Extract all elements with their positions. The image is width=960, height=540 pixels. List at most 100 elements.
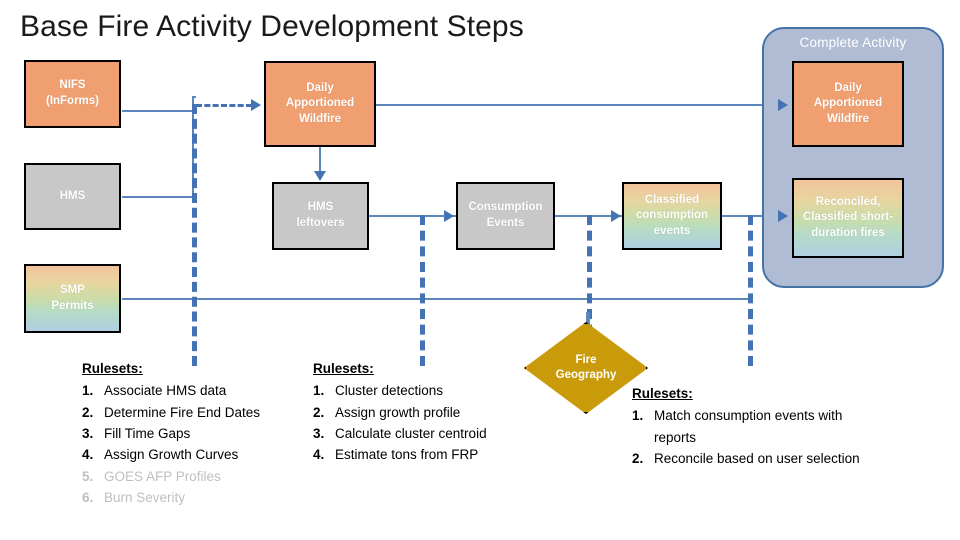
ruleset-2-item-2-text: Assign growth profile <box>335 404 461 420</box>
ruleset-2-item-4-num: 4. <box>313 447 325 463</box>
node-reconciled-classified-short-duration-fires[interactable]: Reconciled, Classified short- duration f… <box>792 178 904 258</box>
ruleset-2-item-4-text: Estimate tons from FRP <box>335 447 479 463</box>
node-daily-line-3: Wildfire <box>298 112 342 125</box>
connector-smp-long-horizontal <box>122 298 748 300</box>
ruleset-3-list: 1.Match consumption events with reports … <box>632 405 882 469</box>
ruleset-1-item-2-num: 2. <box>82 404 94 420</box>
arrow-into-hms-leftovers <box>314 171 326 181</box>
arrow-into-consumption-events <box>444 210 454 222</box>
arrow-into-reconciled <box>778 210 788 222</box>
fire-geography-line-1: Fire <box>575 354 597 367</box>
connector-consumption-to-classified <box>555 215 633 217</box>
ruleset-2-list: 1. Cluster detections 2. Assign growth pro… <box>313 380 538 465</box>
ruleset-1-item-5-num: 5. <box>82 468 94 484</box>
ruleset-block-1: Rulesets: 1. Associate HMS data 2. Determi… <box>82 358 312 508</box>
arrow-into-classified-consumption <box>611 210 621 222</box>
connector-fire-geography-stem <box>586 312 590 326</box>
list-item: 4. Estimate tons from FRP <box>313 444 538 465</box>
ruleset-1-item-3-text: Fill Time Gaps <box>104 425 191 441</box>
arrow-into-ca-daily-apportioned <box>778 99 788 111</box>
dashed-vertical-2 <box>420 215 425 366</box>
ruleset-3-title: Rulesets: <box>632 386 693 401</box>
ruleset-1-item-2-text: Determine Fire End Dates <box>104 404 261 420</box>
ruleset-2-item-1-num: 1. <box>313 383 325 399</box>
node-smp-permits[interactable]: SMP Permits <box>24 264 121 333</box>
node-nifs-line-2: (InForms) <box>45 95 100 107</box>
dashed-connector-to-daily-apportioned <box>196 104 252 107</box>
list-item: 3.Fill Time Gaps <box>82 423 312 444</box>
node-reconciled-line-1: Reconciled, <box>815 195 881 208</box>
node-fire-geography[interactable]: Fire Geography <box>524 322 648 414</box>
complete-activity-label: Complete Activity <box>799 35 907 50</box>
node-ca-daily-apportioned-wildfire[interactable]: Daily Apportioned Wildfire <box>792 61 904 147</box>
ruleset-1-item-1-text: Associate HMS data <box>104 383 227 399</box>
node-classified-line-3: events <box>653 224 691 237</box>
ruleset-block-2: Rulesets: 1.Cluster detections 2.Assign … <box>313 358 538 466</box>
node-daily-line-2: Apportioned <box>285 97 355 110</box>
node-hms-leftovers-line-1: HMS <box>307 201 334 214</box>
ruleset-1-item-4-num: 4. <box>82 447 94 463</box>
list-item: 2. Determine Fire End Dates <box>82 402 312 423</box>
dashed-vertical-4 <box>748 215 753 366</box>
ruleset-2-item-1-text: Cluster detections <box>335 383 444 399</box>
ruleset-1-list: 1. Associate HMS data 2. Determine Fire En… <box>82 380 312 508</box>
connector-daily-to-hms-leftovers <box>319 146 321 174</box>
node-ca-daily-line-2: Apportioned <box>813 97 883 110</box>
list-item: 1. Cluster detections <box>313 380 538 401</box>
ruleset-3-item-2-num: 2. <box>632 450 644 466</box>
connector-hms-to-junction <box>122 196 194 198</box>
ruleset-1-item-6-num: 6. <box>82 489 94 505</box>
list-item: 3. Calculate cluster centroid <box>313 423 538 444</box>
node-hms[interactable]: HMS <box>24 163 121 230</box>
list-item: 1. Associate HMS data <box>82 380 312 401</box>
node-ca-daily-line-1: Daily <box>834 81 862 94</box>
node-reconciled-line-3: duration fires <box>811 226 885 239</box>
page-title: Base Fire Activity Development Steps <box>20 10 524 43</box>
node-hms-leftovers-line-2: leftovers <box>296 217 345 229</box>
list-item: 6. Burn Severity <box>82 487 312 508</box>
node-classified-consumption-events[interactable]: Classified consumption events <box>622 182 722 250</box>
connector-classified-to-reconciled <box>722 215 784 217</box>
ruleset-block-3: Rulesets: 1. Match consumption events wit… <box>632 383 882 469</box>
node-ca-daily-line-3: Wildfire <box>826 112 870 125</box>
connector-nifs-to-junction <box>122 110 194 112</box>
fire-geography-label: Fire Geography <box>524 322 648 414</box>
ruleset-1-item-4-text: Assign Growth Curves <box>104 447 239 463</box>
ruleset-3-item-1-text: Match consumption events with reports <box>654 408 843 445</box>
node-nifs-line-1: NIFS <box>59 79 86 92</box>
dashed-vertical-3 <box>587 215 592 366</box>
arrow-into-daily-apportioned <box>251 99 261 111</box>
fire-geography-line-2: Geography <box>555 369 617 381</box>
node-hms-label: HMS <box>59 189 86 202</box>
node-smp-line-1: SMP <box>60 283 85 296</box>
ruleset-2-item-3-text: Calculate cluster centroid <box>335 425 487 441</box>
connector-junction-top <box>192 96 196 98</box>
node-consumption-line-2: Events <box>486 217 525 229</box>
ruleset-1-item-6-text: Burn Severity <box>104 489 186 505</box>
ruleset-1-item-5-text: GOES AFP Profiles <box>104 468 221 484</box>
node-hms-leftovers[interactable]: HMS leftovers <box>272 182 369 250</box>
ruleset-3-item-1-num: 1. <box>632 408 644 424</box>
ruleset-3-item-2-text: Reconcile based on user selection <box>654 450 860 466</box>
list-item: 5. GOES AFP Profiles <box>82 466 312 487</box>
node-nifs-informs[interactable]: NIFS (InForms) <box>24 60 121 128</box>
ruleset-2-item-2-num: 2. <box>313 404 325 420</box>
list-item: 2. Assign growth profile <box>313 402 538 423</box>
node-consumption-line-1: Consumption <box>468 201 543 214</box>
node-daily-line-1: Daily <box>306 81 334 94</box>
connector-daily-to-complete-activity <box>375 104 784 106</box>
node-classified-line-1: Classified <box>644 193 700 206</box>
node-smp-line-2: Permits <box>51 299 94 312</box>
ruleset-1-title: Rulesets: <box>82 361 143 376</box>
node-reconciled-line-2: Classified short- <box>802 211 894 224</box>
node-consumption-events[interactable]: Consumption Events <box>456 182 555 250</box>
list-item: 1. Match consumption events with reports <box>632 405 882 448</box>
list-item: 2. Reconcile based on user selection <box>632 448 882 469</box>
node-classified-line-2: consumption <box>635 209 709 222</box>
ruleset-2-item-3-num: 3. <box>313 425 325 441</box>
connector-hms-leftovers-to-consumption <box>368 215 456 217</box>
node-daily-apportioned-wildfire[interactable]: Daily Apportioned Wildfire <box>264 61 376 147</box>
dashed-vertical-1 <box>192 104 197 366</box>
ruleset-1-item-1-num: 1. <box>82 383 94 399</box>
